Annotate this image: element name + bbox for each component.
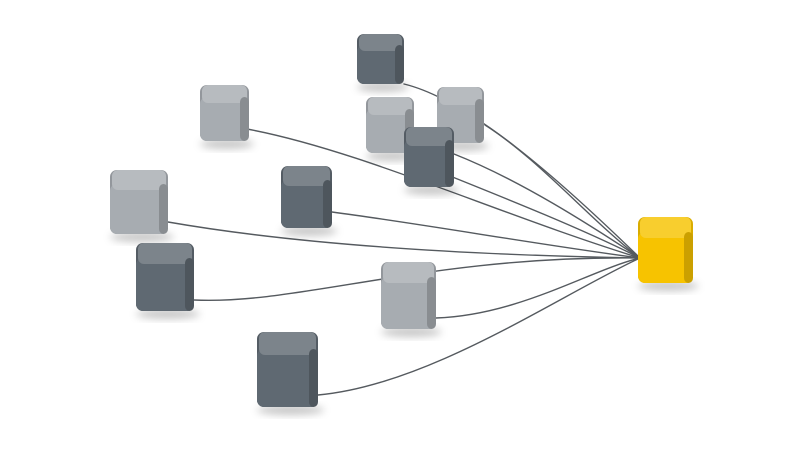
nodes-layer [109,34,489,415]
node-bottom-dark [257,332,325,415]
node-lower-left-dark [136,243,200,319]
node-top-dark [357,34,409,92]
node-upper-center-light [366,97,419,161]
hub-node [638,217,699,291]
connector-lines [167,83,641,396]
connector-line [317,257,641,396]
node-upper-left-light [200,85,254,149]
connector-line [435,257,641,319]
connector-line [484,124,641,259]
connector-line [453,153,641,259]
node-middle-left-light [109,170,174,242]
node-upper-center-dark [404,127,459,195]
hub-layer [638,217,699,291]
connector-line [167,221,641,259]
connector-line [193,257,641,302]
node-middle-center-dark [281,166,338,236]
connector-line [429,167,641,259]
node-lower-center-light [381,262,442,337]
connector-line [331,211,641,259]
